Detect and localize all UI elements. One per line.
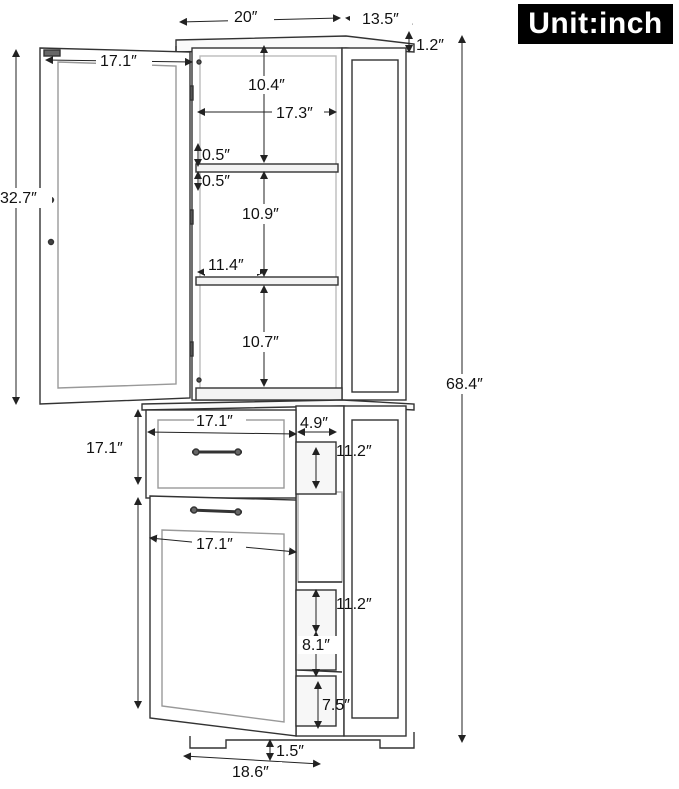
dim-door-width: 17.1″ bbox=[100, 53, 137, 70]
dim-drawer-inner: 11.2″ bbox=[336, 443, 372, 460]
dim-drawer-height: 17.1″ bbox=[86, 440, 123, 457]
dim-shelf-thickness-a: 0.5″ bbox=[202, 147, 230, 164]
tilt-out-door bbox=[149, 495, 337, 737]
dim-door-height: 32.7″ bbox=[0, 190, 37, 207]
dim-total-height: 68.4″ bbox=[446, 376, 483, 393]
middle-ledge bbox=[141, 399, 415, 411]
dim-shelf-thickness-b: 0.5″ bbox=[202, 173, 230, 190]
dim-base-height: 1.5″ bbox=[276, 743, 304, 760]
cabinet-illustration bbox=[39, 35, 415, 749]
dim-lower-inner-height: 8.1″ bbox=[302, 637, 330, 654]
dim-shelf-depth: 11.4″ bbox=[208, 257, 244, 274]
dim-lower-inner-depth: 11.2″ bbox=[336, 596, 372, 613]
dim-shelf3-height: 10.7″ bbox=[242, 334, 279, 351]
open-door bbox=[39, 47, 191, 405]
dim-drawer-depth: 4.9″ bbox=[300, 415, 328, 432]
dimension-labels: 20″ 13.5″ 1.2″ 17.1″ 10.4″ 17.3″ 0.5″ 0.… bbox=[0, 6, 494, 782]
dim-shelf1-height: 10.4″ bbox=[248, 77, 285, 94]
dim-shelf2-height: 10.9″ bbox=[242, 206, 279, 223]
dim-lower-door-width: 17.1″ bbox=[196, 536, 233, 553]
dim-width-top: 20″ bbox=[234, 9, 258, 26]
dim-top-thickness: 1.2″ bbox=[416, 37, 444, 54]
dim-shelf-width: 17.3″ bbox=[276, 105, 313, 122]
dim-lower-bottom-height: 7.5″ bbox=[322, 697, 350, 714]
dim-drawer-width: 17.1″ bbox=[196, 413, 233, 430]
upper-cabinet bbox=[188, 47, 407, 401]
unit-label: Unit:inch bbox=[518, 4, 673, 44]
dim-depth-top: 13.5″ bbox=[362, 11, 399, 28]
dim-base-width: 18.6″ bbox=[232, 764, 269, 781]
